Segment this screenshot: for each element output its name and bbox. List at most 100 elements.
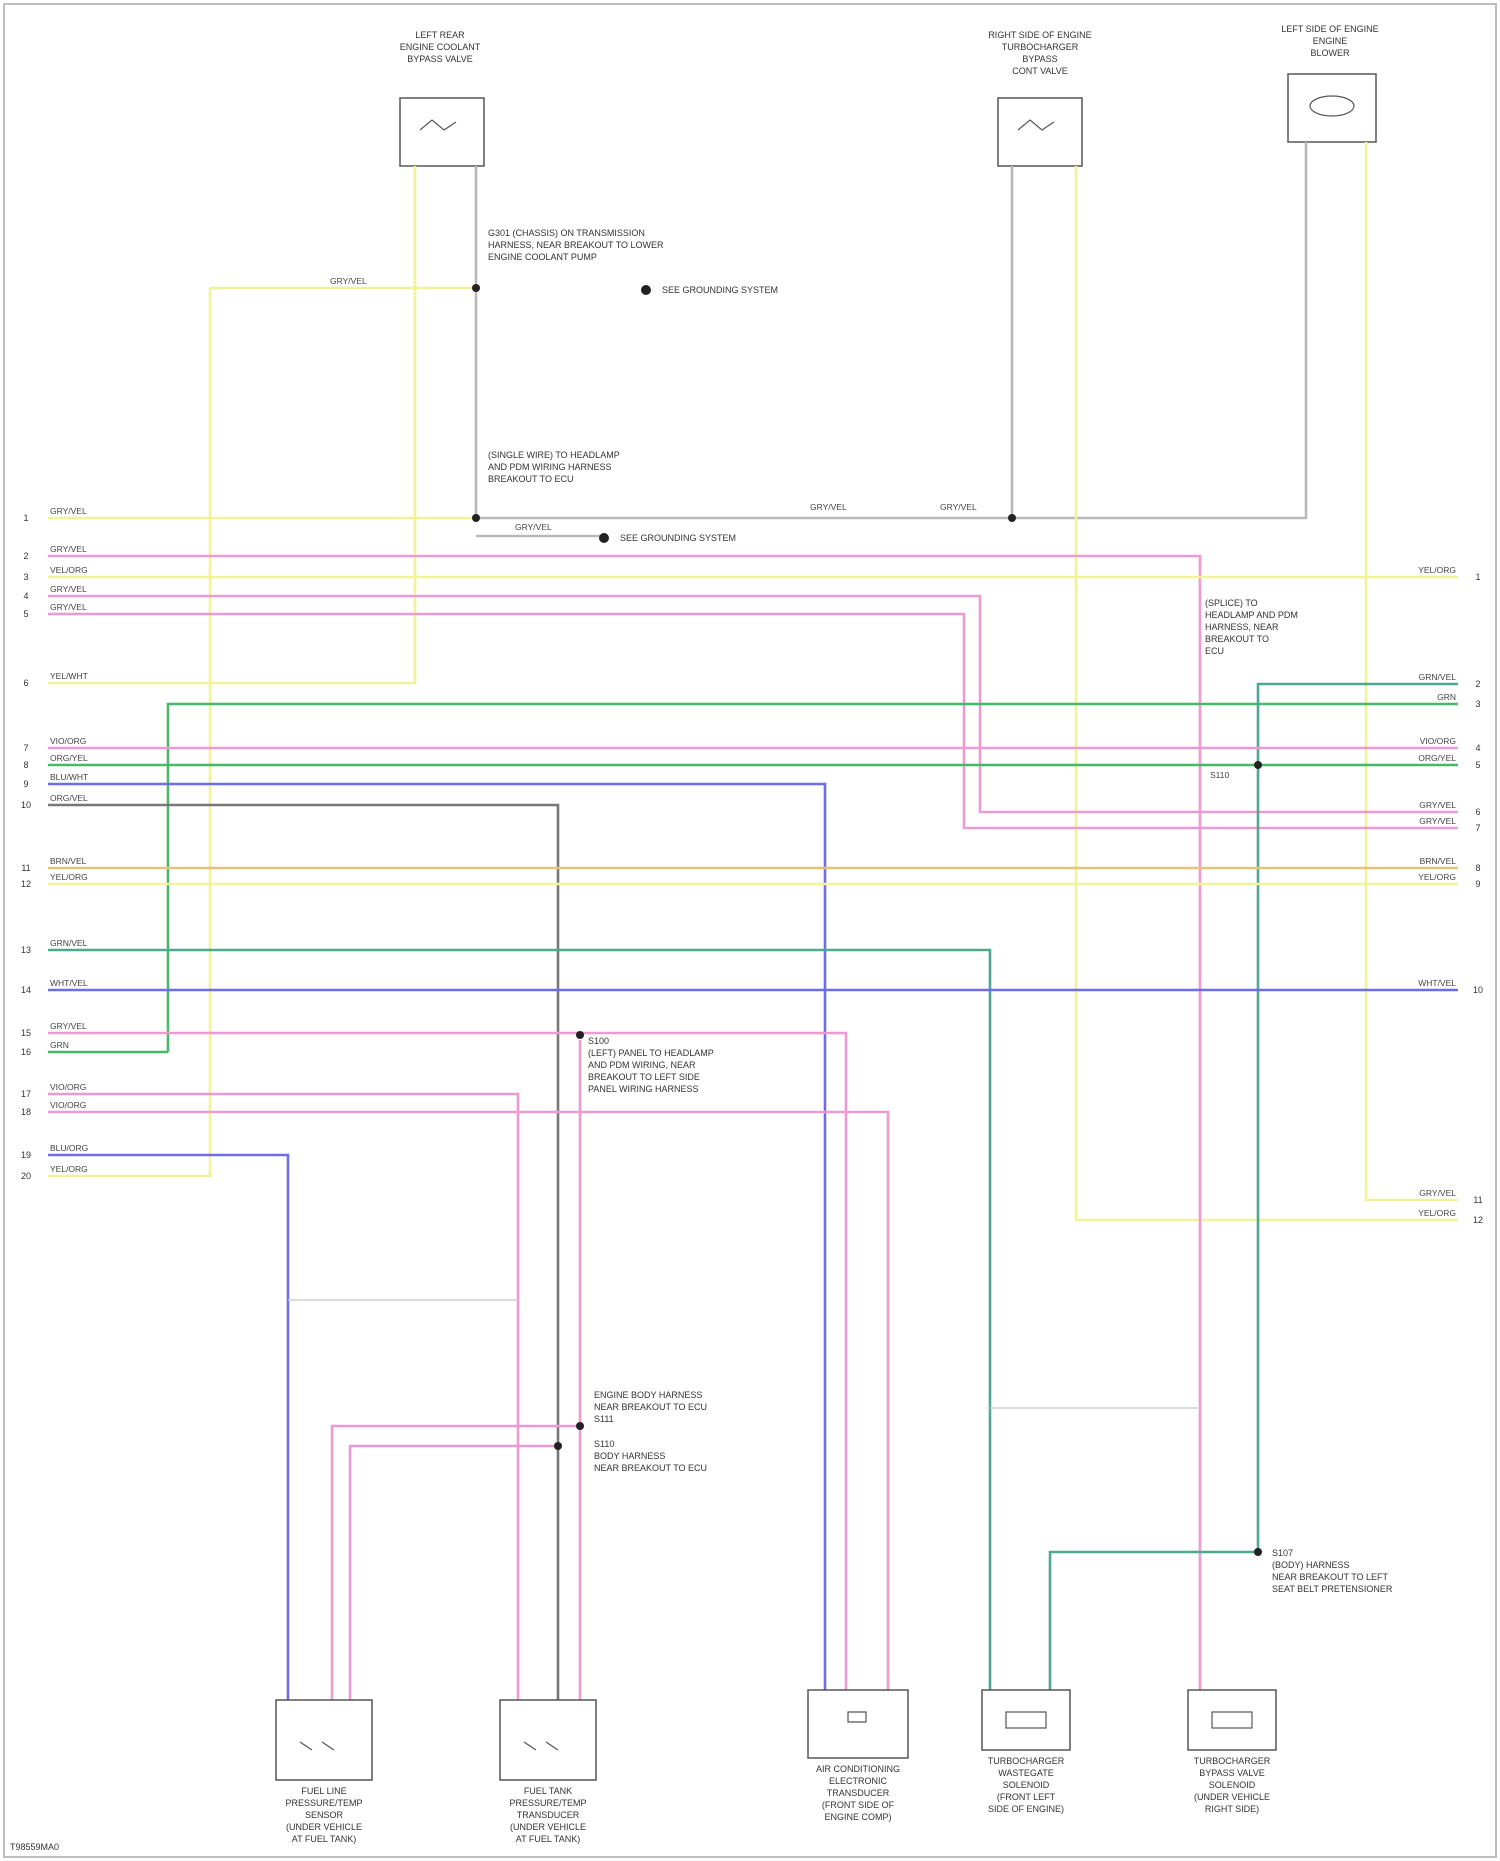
svg-text:SOLENOID: SOLENOID — [1209, 1780, 1256, 1790]
annotation-headlamp-splice: (SPLICE) TO HEADLAMP AND PDM HARNESS, NE… — [1205, 598, 1298, 656]
left-pin-number: 16 — [21, 1047, 31, 1057]
mid-wire-label: GRY/VEL — [330, 276, 367, 286]
sensor-box — [500, 1700, 596, 1780]
left-pin-number: 10 — [21, 800, 31, 810]
svg-text:AIR CONDITIONING: AIR CONDITIONING — [816, 1764, 900, 1774]
svg-text:SOLENOID: SOLENOID — [1003, 1780, 1050, 1790]
svg-text:RIGHT SIDE): RIGHT SIDE) — [1205, 1804, 1259, 1814]
wire-green-main — [168, 704, 1458, 1052]
wire-pink-row17 — [48, 1094, 518, 1700]
splice-dot — [1254, 1548, 1262, 1556]
wire-pink-s111 — [332, 1426, 580, 1700]
svg-text:BREAKOUT TO ECU: BREAKOUT TO ECU — [488, 474, 574, 484]
svg-text:NEAR BREAKOUT TO ECU: NEAR BREAKOUT TO ECU — [594, 1402, 707, 1412]
svg-text:SEAT BELT PRETENSIONER: SEAT BELT PRETENSIONER — [1272, 1584, 1393, 1594]
left-wire-label: GRY/VEL — [50, 544, 87, 554]
annotation-s111: ENGINE BODY HARNESS NEAR BREAKOUT TO ECU… — [594, 1390, 707, 1424]
left-wire-labels: GRY/VELGRY/VELVEL/ORGGRY/VELGRY/VELYEL/W… — [50, 276, 1229, 1174]
left-wire-label: YEL/ORG — [50, 872, 88, 882]
svg-text:BREAKOUT TO: BREAKOUT TO — [1205, 634, 1269, 644]
component-wastegate-solenoid: TURBOCHARGER WASTEGATE SOLENOID (FRONT L… — [982, 1690, 1070, 1814]
left-pin-number: 13 — [21, 945, 31, 955]
left-wire-label: YEL/WHT — [50, 671, 88, 681]
left-pin-number: 5 — [23, 609, 28, 619]
svg-text:LEFT SIDE OF ENGINE: LEFT SIDE OF ENGINE — [1281, 24, 1378, 34]
svg-text:ENGINE COMP): ENGINE COMP) — [824, 1812, 891, 1822]
component-fuel-line-sensor: FUEL LINE PRESSURE/TEMP SENSOR (UNDER VE… — [276, 1700, 372, 1844]
component-coolant-bypass-valve: LEFT REAR ENGINE COOLANT BYPASS VALVE — [400, 30, 484, 166]
left-pin-number: 12 — [21, 879, 31, 889]
wire-blue-row19 — [48, 1155, 288, 1700]
wire-gray-c2 — [1012, 142, 1306, 518]
svg-text:(FRONT LEFT: (FRONT LEFT — [997, 1792, 1056, 1802]
svg-text:NEAR BREAKOUT TO ECU: NEAR BREAKOUT TO ECU — [594, 1463, 707, 1473]
svg-text:PRESSURE/TEMP: PRESSURE/TEMP — [509, 1798, 586, 1808]
splice-dot — [576, 1031, 584, 1039]
svg-text:FUEL TANK: FUEL TANK — [524, 1786, 572, 1796]
right-wire-label: ORG/YEL — [1418, 753, 1456, 763]
svg-text:HEADLAMP AND PDM: HEADLAMP AND PDM — [1205, 610, 1298, 620]
svg-text:ENGINE COOLANT: ENGINE COOLANT — [400, 42, 481, 52]
svg-text:BYPASS VALVE: BYPASS VALVE — [407, 54, 473, 64]
left-wire-label: GRY/VEL — [50, 584, 87, 594]
mid-wire-label: GRY/VEL — [515, 522, 552, 532]
left-wire-label: GRN/VEL — [50, 938, 88, 948]
svg-text:(FRONT SIDE OF: (FRONT SIDE OF — [822, 1800, 895, 1810]
svg-text:(UNDER VEHICLE: (UNDER VEHICLE — [510, 1822, 586, 1832]
component-turbo-bypass-cont-valve: RIGHT SIDE OF ENGINE TURBOCHARGER BYPASS… — [988, 30, 1091, 166]
wire-blue-row9 — [48, 784, 825, 1690]
right-wire-label: YEL/ORG — [1418, 872, 1456, 882]
splice-points — [472, 284, 1262, 1556]
splice-dot — [472, 514, 480, 522]
svg-text:HARNESS, NEAR: HARNESS, NEAR — [1205, 622, 1279, 632]
mid-wire-label: GRY/VEL — [810, 502, 847, 512]
left-pin-number: 14 — [21, 985, 31, 995]
left-pin-number: 8 — [23, 760, 28, 770]
right-wire-labels: YEL/ORGGRN/VELGRNVIO/ORGORG/YELGRY/VELGR… — [1418, 565, 1456, 1218]
wire-yellow-c3 — [1366, 142, 1458, 1200]
right-pin-number: 10 — [1473, 985, 1483, 995]
annotation-s107: S107 (BODY) HARNESS NEAR BREAKOUT TO LEF… — [1272, 1548, 1393, 1594]
svg-text:ELECTRONIC: ELECTRONIC — [829, 1776, 888, 1786]
annotation-g301: G301 (CHASSIS) ON TRANSMISSION HARNESS, … — [488, 228, 664, 262]
svg-text:ENGINE BODY HARNESS: ENGINE BODY HARNESS — [594, 1390, 702, 1400]
component-ac-transducer: AIR CONDITIONING ELECTRONIC TRANSDUCER (… — [808, 1690, 908, 1822]
sensor-box — [276, 1700, 372, 1780]
left-wire-label: VIO/ORG — [50, 736, 86, 746]
wire-teal-s107 — [1050, 1552, 1258, 1690]
right-pin-number: 1 — [1475, 572, 1480, 582]
left-pin-number: 1 — [23, 513, 28, 523]
svg-text:SENSOR: SENSOR — [305, 1810, 344, 1820]
svg-text:S107: S107 — [1272, 1548, 1293, 1558]
svg-text:(SINGLE WIRE) TO HEADLAMP: (SINGLE WIRE) TO HEADLAMP — [488, 450, 620, 460]
svg-text:TURBOCHARGER: TURBOCHARGER — [1194, 1756, 1271, 1766]
left-wire-label: BLU/ORG — [50, 1143, 88, 1153]
left-wire-label: GRY/VEL — [50, 602, 87, 612]
svg-text:BLOWER: BLOWER — [1310, 48, 1350, 58]
svg-text:WASTEGATE: WASTEGATE — [998, 1768, 1054, 1778]
solenoid-box — [1188, 1690, 1276, 1750]
left-wire-label: VIO/ORG — [50, 1100, 86, 1110]
right-wire-label: GRY/VEL — [1419, 1188, 1456, 1198]
annotation-headlamp-1: (SINGLE WIRE) TO HEADLAMP AND PDM WIRING… — [488, 450, 620, 484]
right-pin-number: 11 — [1473, 1195, 1482, 1205]
right-pin-number: 8 — [1475, 863, 1480, 873]
svg-text:FUEL LINE: FUEL LINE — [301, 1786, 346, 1796]
splice-dot — [1008, 514, 1016, 522]
wire-gray-ground — [476, 518, 1012, 536]
splice-dot — [554, 1442, 562, 1450]
left-pin-number: 9 — [23, 779, 28, 789]
mid-wire-label: GRY/VEL — [940, 502, 977, 512]
svg-text:TURBOCHARGER: TURBOCHARGER — [1002, 42, 1079, 52]
right-pin-number: 6 — [1475, 807, 1480, 817]
svg-text:TURBOCHARGER: TURBOCHARGER — [988, 1756, 1065, 1766]
svg-text:(BODY) HARNESS: (BODY) HARNESS — [1272, 1560, 1350, 1570]
motor-box — [1288, 74, 1376, 142]
left-pin-number: 7 — [23, 743, 28, 753]
ground-dot — [641, 285, 651, 295]
splice-dot — [576, 1422, 584, 1430]
left-wire-label: GRN — [50, 1040, 69, 1050]
